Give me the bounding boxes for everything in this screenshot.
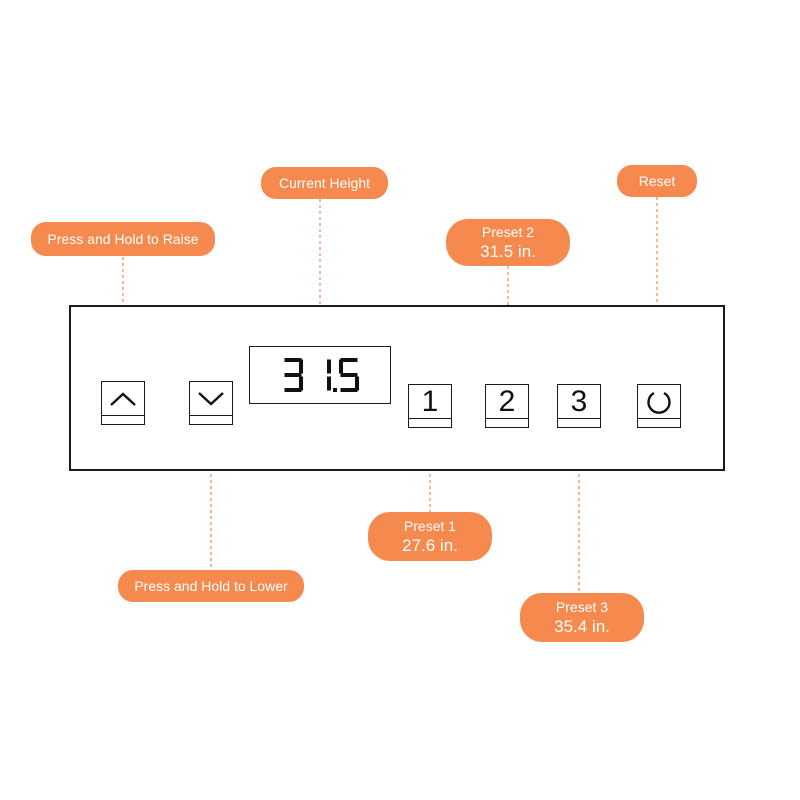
segment-a [340,357,357,362]
segment-b [326,359,331,373]
reset-circle-icon [647,391,671,414]
segment-g [340,372,357,377]
callout-lower: Press and Hold to Lower [118,570,304,602]
seven-segment-readout [284,357,359,392]
preset-3-label: 3 [570,384,588,418]
callout-preset-2-title: Preset 2 [481,224,535,240]
lower-button[interactable] [189,381,233,425]
segment-a [284,357,301,362]
callout-preset-1: Preset 1 27.6 in. [368,512,492,561]
segment-c [298,376,303,390]
height-display: 31.5 [249,346,391,404]
segment-b [298,359,303,373]
callout-preset-1-value: 27.6 in. [402,536,458,555]
segment-d [284,387,301,392]
segment-c [326,376,331,390]
segment-g [284,372,301,377]
callout-preset-2: Preset 2 31.5 in. [446,219,570,266]
callout-reset: Reset [617,165,697,197]
callout-preset-3-value: 35.4 in. [554,617,610,636]
preset-2-button[interactable]: 2 [485,384,529,428]
chevron-down-icon [198,391,224,406]
desk-control-panel [69,305,725,471]
segment-f [338,359,343,373]
callout-lower-text: Press and Hold to Lower [134,578,288,594]
preset-1-label: 1 [421,384,439,418]
reset-button[interactable] [637,384,681,428]
raise-button[interactable] [101,381,145,425]
segment-decimal-point [332,387,337,392]
callout-raise-text: Press and Hold to Raise [47,231,199,247]
segment-c [354,376,359,390]
callout-reset-text: Reset [638,173,676,189]
chevron-up-icon [110,391,136,406]
segment-d [340,387,357,392]
callout-preset-2-value: 31.5 in. [480,242,536,261]
callout-preset-1-title: Preset 1 [403,518,457,534]
callout-current-height-text: Current Height [278,175,371,191]
preset-1-button[interactable]: 1 [408,384,452,428]
preset-3-button[interactable]: 3 [557,384,601,428]
callout-current-height: Current Height [261,167,388,199]
callout-preset-3-title: Preset 3 [555,599,609,615]
callout-raise: Press and Hold to Raise [31,222,215,256]
callout-preset-3: Preset 3 35.4 in. [520,593,644,642]
preset-2-label: 2 [498,384,516,418]
